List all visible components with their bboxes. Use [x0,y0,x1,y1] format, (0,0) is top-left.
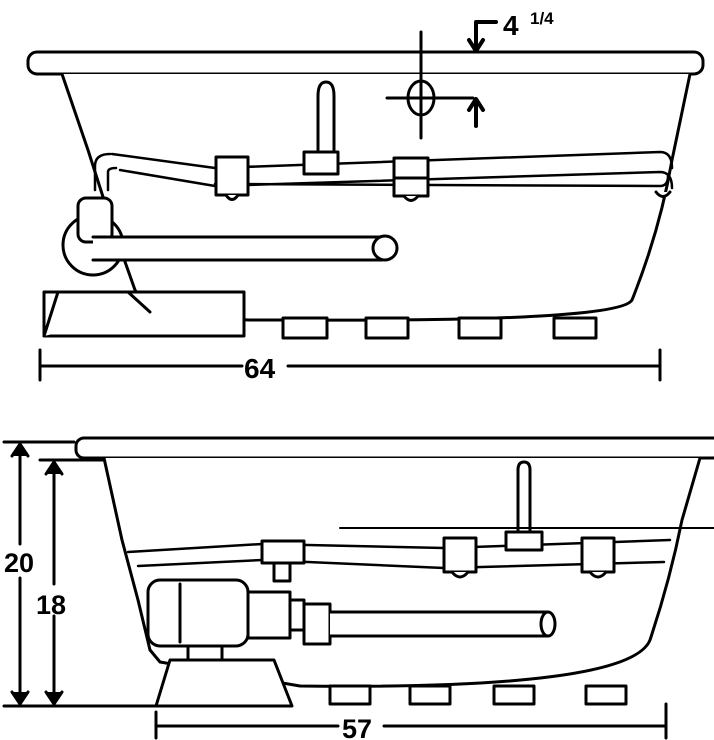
side-foot-4 [584,684,628,706]
side-manifold-tee [504,530,544,552]
top-jet-fitting-1 [214,155,250,197]
side-suction-fitting [539,610,557,638]
side-pump-legs [186,644,224,662]
top-jet-nozzle-3 [654,190,672,198]
top-overflow-dimension: 4 [503,10,519,41]
side-width-dimension: 57 [342,714,372,740]
side-foot-1 [328,684,372,706]
top-tub-rim [26,50,705,76]
side-overflow-pipe [516,460,532,540]
side-jet-fitting-1 [442,536,478,574]
top-foot-4 [552,316,598,340]
side-tee-neck [272,561,292,583]
side-tee-fitting [260,539,306,565]
side-pump-flange [288,598,306,632]
side-suction-pipe [328,610,556,638]
top-foot-1 [281,316,329,340]
side-pump-base [154,658,294,708]
top-jet-pipe-return [213,174,670,188]
top-dim-arrow-up [467,97,485,128]
side-tub-height-arrow-bottom [44,690,64,706]
top-overflow-pipe [316,80,336,152]
top-pump-riser [93,152,118,192]
side-foot-2 [408,684,452,706]
side-foot-3 [492,684,536,706]
top-tub-view: 4 1/4 64 [26,9,705,384]
top-suction-fitting [371,234,399,262]
top-jet-pipe-lower [118,168,674,190]
top-jet-nozzle-1 [224,193,240,201]
top-jet-pipe-upper [110,150,674,170]
top-length-dimension: 64 [244,353,276,384]
side-overall-height-dimension: 20 [4,548,34,578]
side-jet-nozzle-2 [588,570,608,579]
side-jet-nozzle-1 [450,570,470,579]
side-jet-fitting-2 [580,536,616,574]
top-suction-pipe [91,235,398,262]
top-pump-housing [76,196,114,244]
side-jet-pipe-upper [126,538,672,554]
top-foot-2 [364,316,410,340]
side-tub-rim [74,436,714,460]
side-pump-motor [146,578,250,648]
top-foot-3 [457,316,503,340]
side-tub-height-arrow-top [44,460,64,476]
side-overall-height-arrow-top [10,442,30,458]
top-tub-body [60,72,692,322]
top-jet-nozzle-2 [402,194,420,202]
side-pump-coupling [246,590,292,640]
side-overall-height-arrow-bottom [10,690,30,706]
side-tub-view: 20 18 57 [2,436,714,740]
top-overflow-fraction: 1/4 [530,9,554,28]
top-dim-arrow-down [467,20,498,53]
side-jet-pipe-lower [136,558,666,570]
top-pump-base-slope [42,290,152,338]
side-tub-height-dimension: 18 [36,590,66,620]
side-union-fitting [302,602,332,646]
top-tee-fitting [302,150,340,176]
